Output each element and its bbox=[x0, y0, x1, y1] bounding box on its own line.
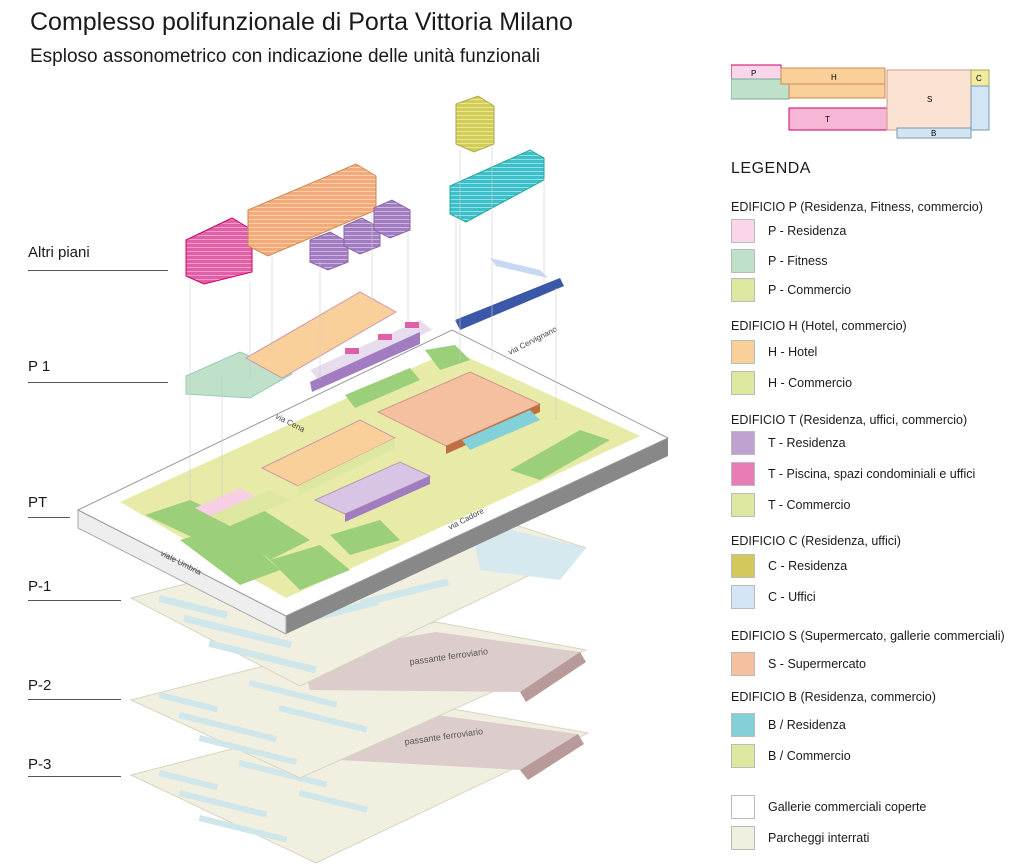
legend-swatch bbox=[731, 493, 755, 517]
legend-swatch bbox=[731, 249, 755, 273]
keyplan-label-b: B bbox=[931, 129, 936, 138]
legend-group-h: EDIFICIO H (Hotel, commercio) bbox=[731, 319, 907, 333]
keyplan-label-s: S bbox=[927, 95, 932, 104]
key-plan: P H C S T B bbox=[731, 64, 990, 139]
legend-swatch bbox=[731, 652, 755, 676]
layer-p1 bbox=[185, 258, 564, 399]
level-label-p-2: P-2 bbox=[28, 677, 52, 694]
legend-swatch bbox=[731, 795, 755, 819]
legend-item: B / Commercio bbox=[731, 743, 851, 769]
level-line-p1 bbox=[28, 382, 168, 383]
legend-swatch bbox=[731, 278, 755, 302]
legend-group-p: EDIFICIO P (Residenza, Fitness, commerci… bbox=[731, 200, 983, 214]
level-line-altri-piani bbox=[28, 270, 168, 271]
layer-pt: viale Umbria via Cena via Cervignano via… bbox=[76, 324, 670, 635]
legend-group-b: EDIFICIO B (Residenza, commercio) bbox=[731, 690, 936, 704]
legend-group-s: EDIFICIO S (Supermercato, gallerie comme… bbox=[731, 629, 1005, 643]
level-line-pt bbox=[28, 517, 70, 518]
page-title: Complesso polifunzionale di Porta Vittor… bbox=[30, 8, 573, 36]
legend-title: LEGENDA bbox=[731, 160, 811, 177]
legend-swatch bbox=[731, 462, 755, 486]
keyplan-label-h: H bbox=[831, 73, 837, 82]
level-line-p-2 bbox=[28, 699, 121, 700]
street-label-cervignano: via Cervignano bbox=[507, 324, 559, 356]
legend-group-t: EDIFICIO T (Residenza, uffici, commercio… bbox=[731, 413, 968, 427]
legend-swatch bbox=[731, 340, 755, 364]
legend-swatch bbox=[731, 554, 755, 578]
legend-item: P - Residenza bbox=[731, 218, 846, 244]
page-subtitle: Esploso assonometrico con indicazione de… bbox=[30, 46, 541, 67]
level-label-pt: PT bbox=[28, 494, 48, 511]
legend-item: T - Piscina, spazi condominiali e uffici bbox=[731, 461, 975, 487]
legend-swatch bbox=[731, 744, 755, 768]
legend-item: C - Residenza bbox=[731, 553, 847, 579]
level-label-altri-piani: Altri piani bbox=[28, 244, 90, 261]
legend-item: H - Hotel bbox=[731, 339, 817, 365]
keyplan-label-c: C bbox=[976, 74, 982, 83]
level-label-p-3: P-3 bbox=[28, 756, 52, 773]
legend-swatch bbox=[731, 585, 755, 609]
level-line-p-3 bbox=[28, 776, 121, 777]
legend-item: H - Commercio bbox=[731, 370, 852, 396]
level-label-p1: P 1 bbox=[28, 358, 51, 375]
legend-swatch bbox=[731, 371, 755, 395]
legend-item: P - Fitness bbox=[731, 248, 828, 274]
legend-item: B / Residenza bbox=[731, 712, 846, 738]
level-line-p-1 bbox=[28, 600, 121, 601]
keyplan-label-p: P bbox=[751, 69, 756, 78]
layer-p-3: passante ferroviario bbox=[129, 701, 590, 864]
legend-swatch bbox=[731, 713, 755, 737]
legend-group-c: EDIFICIO C (Residenza, uffici) bbox=[731, 534, 901, 548]
legend-item: Parcheggi interrati bbox=[731, 825, 869, 851]
legend-item: T - Residenza bbox=[731, 430, 846, 456]
legend-item: P - Commercio bbox=[731, 277, 851, 303]
keyplan-label-t: T bbox=[825, 115, 830, 124]
legend-item: C - Uffici bbox=[731, 584, 816, 610]
axonometric-diagram: passante ferroviario passante ferroviari… bbox=[76, 95, 670, 864]
legend-swatch bbox=[731, 826, 755, 850]
legend-swatch bbox=[731, 219, 755, 243]
level-label-p-1: P-1 bbox=[28, 578, 52, 595]
legend-item: Gallerie commerciali coperte bbox=[731, 794, 926, 820]
legend-item: T - Commercio bbox=[731, 492, 850, 518]
legend-item: S - Supermercato bbox=[731, 651, 866, 677]
legend-swatch bbox=[731, 431, 755, 455]
towers bbox=[185, 95, 557, 502]
